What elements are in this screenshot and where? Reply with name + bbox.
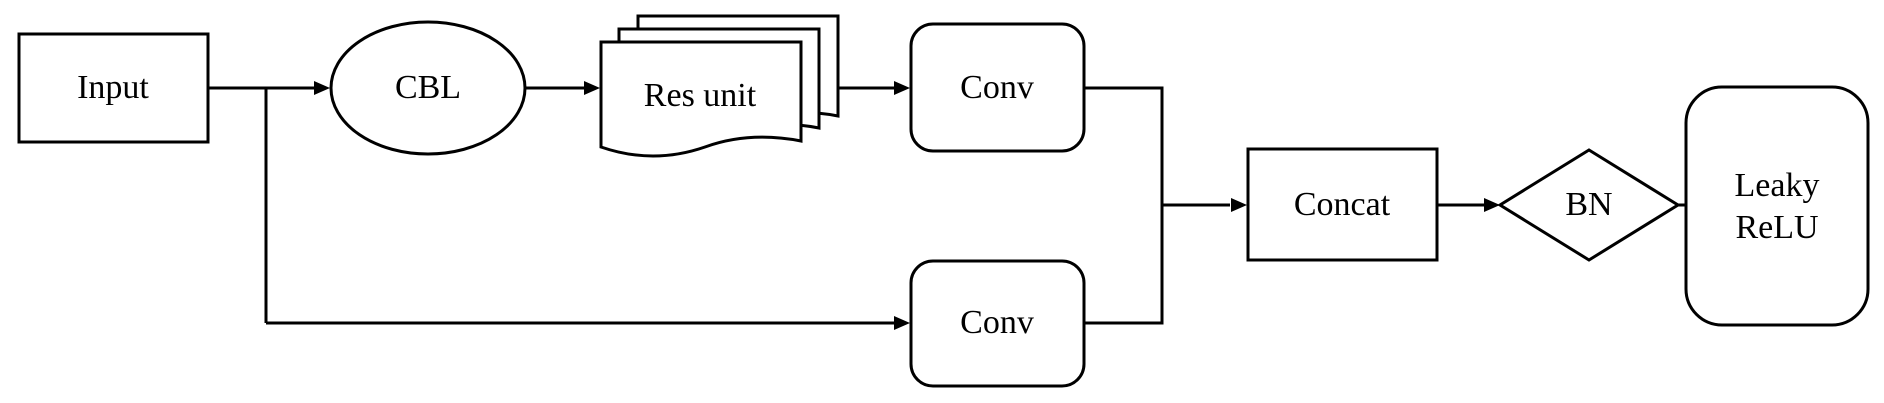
node-conv-top-label: Conv bbox=[960, 69, 1034, 106]
arrowhead-resunit bbox=[584, 81, 600, 95]
node-input: Input bbox=[17, 32, 210, 144]
res-unit-stack-front bbox=[599, 40, 803, 158]
node-conv-bottom: Conv bbox=[909, 259, 1086, 388]
node-concat: Concat bbox=[1246, 147, 1439, 262]
node-concat-label: Concat bbox=[1294, 186, 1391, 223]
node-leaky-relu-label-line2: ReLU bbox=[1735, 209, 1818, 246]
node-bn-label: BN bbox=[1565, 186, 1612, 223]
arrowhead-conv-bottom bbox=[894, 316, 910, 330]
node-res-unit-label: Res unit bbox=[644, 77, 757, 114]
arrowhead-conv-top bbox=[894, 81, 910, 95]
node-input-label: Input bbox=[77, 69, 149, 106]
edge-conv-bottom-to-merge bbox=[1084, 205, 1164, 325]
node-conv-bottom-label: Conv bbox=[960, 304, 1034, 341]
edge-conv-top-to-merge bbox=[1084, 86, 1164, 205]
node-res-unit: Res unit bbox=[599, 14, 840, 158]
node-cbl: CBL bbox=[329, 20, 527, 156]
node-leaky-relu-label-line1: Leaky bbox=[1735, 167, 1820, 204]
node-cbl-label: CBL bbox=[395, 69, 461, 106]
arrowhead-cbl bbox=[314, 81, 330, 95]
node-bn: BN bbox=[1497, 148, 1681, 262]
arrowhead-bn bbox=[1484, 198, 1500, 212]
arrowhead-concat bbox=[1231, 198, 1247, 212]
node-conv-top: Conv bbox=[909, 22, 1086, 153]
node-leaky-relu: Leaky ReLU bbox=[1684, 85, 1870, 327]
